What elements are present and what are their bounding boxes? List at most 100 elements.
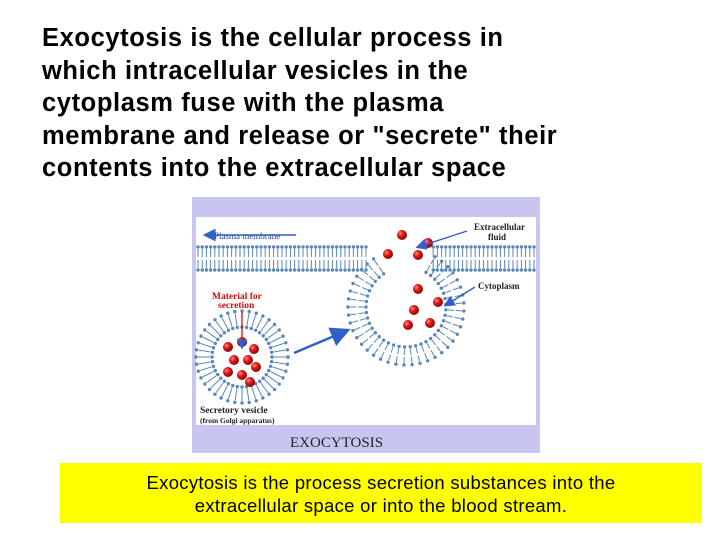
- lipid-head: [254, 399, 258, 403]
- lipid-head: [267, 245, 272, 249]
- lipid-head: [225, 245, 230, 249]
- lipid-head: [235, 384, 240, 389]
- lipid-head: [428, 273, 433, 278]
- lipid-tail: [204, 350, 211, 353]
- lipid-tail: [270, 339, 277, 343]
- secretion-particle: [249, 344, 259, 354]
- lipid-tail: [426, 265, 431, 271]
- lipid-tail: [214, 379, 220, 385]
- lipid-head: [359, 342, 364, 346]
- lipid-head: [268, 346, 273, 350]
- lipid-head: [494, 268, 498, 272]
- lipid-head: [213, 268, 217, 272]
- lipid-head: [532, 268, 536, 272]
- title-line: membrane and release or "secrete" their: [42, 121, 558, 150]
- lipid-head: [238, 268, 242, 272]
- lipid-head: [433, 277, 437, 281]
- lipid-head: [507, 245, 511, 249]
- lipid-head: [481, 268, 486, 272]
- lipid-head: [473, 268, 477, 272]
- lipid-head: [297, 268, 301, 272]
- lipid-head: [322, 268, 326, 272]
- lipid-head: [377, 335, 381, 339]
- lipid-head: [455, 278, 459, 282]
- lipid-head: [360, 245, 364, 249]
- lipid-tail: [264, 379, 270, 385]
- lipid-head: [216, 372, 220, 377]
- lipid-head: [242, 268, 246, 272]
- lipid-head: [433, 333, 437, 337]
- lipid-tail: [381, 351, 385, 358]
- lipid-head: [428, 336, 433, 341]
- secretion-particle: [433, 297, 443, 307]
- lipid-head: [301, 268, 305, 272]
- lipid-head: [441, 291, 446, 296]
- lipid-head: [359, 268, 364, 272]
- lipid-tail: [373, 270, 379, 277]
- lipid-head: [207, 322, 212, 327]
- lipid-head: [281, 376, 285, 380]
- lipid-tail: [365, 281, 371, 286]
- lipid-tail: [198, 349, 205, 352]
- lipid-tail: [272, 366, 279, 370]
- lipid-tail: [358, 312, 365, 315]
- lipid-tail: [352, 291, 359, 294]
- lipid-head: [268, 364, 273, 368]
- lipid-head: [288, 268, 293, 272]
- lipid-head: [226, 399, 230, 403]
- lipid-tail: [275, 336, 282, 341]
- lipid-tail: [359, 318, 366, 321]
- lipid-head: [208, 245, 213, 249]
- lipid-head: [334, 245, 339, 249]
- lipid-head: [339, 245, 343, 249]
- secretion-particle: [223, 342, 233, 352]
- lipid-head: [263, 245, 267, 249]
- lipid-tail: [229, 320, 233, 327]
- lipid-head: [210, 355, 214, 359]
- lipid-head: [244, 325, 249, 330]
- lipid-head: [460, 268, 465, 272]
- secretion-particle: [243, 355, 253, 365]
- material-label: Material for: [212, 292, 263, 302]
- lipid-head: [208, 268, 213, 272]
- lipid-tail: [358, 333, 364, 338]
- lipid-head: [271, 245, 276, 249]
- lipid-head: [261, 334, 265, 338]
- lipid-tail: [210, 375, 217, 380]
- lipid-tail: [221, 390, 226, 397]
- lipid-head: [200, 245, 204, 249]
- lipid-head: [452, 268, 456, 272]
- lipid-head: [381, 272, 386, 276]
- lipid-head: [435, 268, 440, 272]
- lipid-head: [242, 245, 246, 249]
- lipid-head: [458, 285, 463, 289]
- lipid-head: [523, 245, 528, 249]
- lipid-head: [276, 245, 280, 249]
- lipid-head: [507, 268, 511, 272]
- lipid-head: [211, 364, 216, 368]
- lipid-tail: [247, 313, 250, 320]
- lipid-tail: [452, 323, 459, 327]
- lipid-head: [448, 268, 452, 272]
- secretion-particle: [397, 230, 407, 240]
- lipid-tail: [268, 383, 274, 389]
- lipid-tail: [374, 260, 379, 266]
- lipid-tail: [258, 317, 263, 324]
- plasma-membrane-label: Plasma membrane: [214, 231, 280, 241]
- cytoplasm-label: Cytoplasm: [478, 281, 520, 291]
- lipid-tail: [395, 356, 398, 363]
- lipid-head: [213, 368, 217, 373]
- lipid-head: [276, 268, 280, 272]
- lipid-tail: [205, 366, 212, 370]
- lipid-head: [305, 245, 309, 249]
- lipid-head: [418, 361, 422, 365]
- lipid-head: [240, 401, 244, 405]
- lipid-tail: [260, 325, 265, 332]
- lipid-head: [441, 318, 446, 323]
- lipid-tail: [384, 344, 389, 351]
- lipid-tail: [215, 387, 221, 393]
- lipid-tail: [198, 362, 205, 365]
- vesicle-movement-arrow: [293, 327, 351, 355]
- lipid-head: [221, 245, 225, 249]
- lipid-head: [233, 309, 237, 314]
